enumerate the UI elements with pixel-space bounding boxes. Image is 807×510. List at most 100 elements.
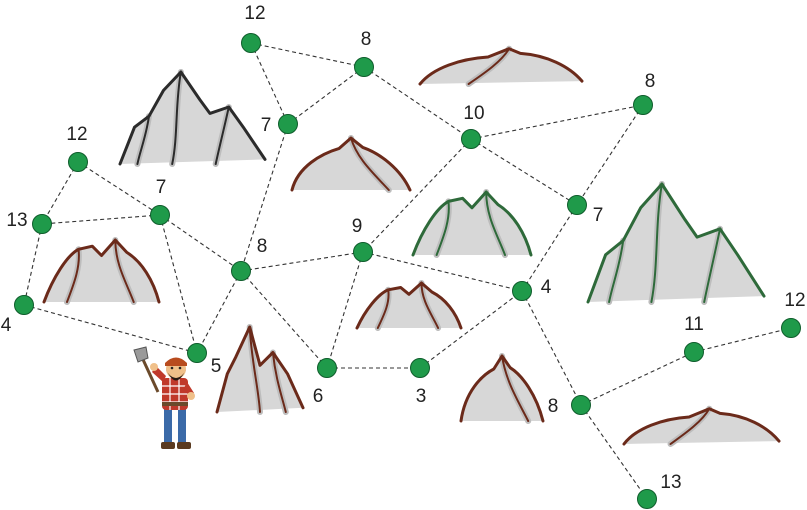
lumberjack-left-leg <box>164 408 172 444</box>
lumberjack-hair <box>165 357 187 366</box>
mountain-crease <box>376 282 440 329</box>
mountain-crease <box>66 239 135 303</box>
lumberjack-belt <box>162 402 188 406</box>
node-1 <box>241 33 261 53</box>
mountain-ridge <box>411 190 533 257</box>
edge-n19-n17 <box>580 351 695 406</box>
node-label-11: 8 <box>257 236 268 257</box>
edge-n11-n15 <box>240 270 328 369</box>
node-9 <box>567 195 587 215</box>
edge-n1-n3 <box>250 42 289 125</box>
lumberjack-figure <box>133 346 195 449</box>
node-label-13: 4 <box>541 277 552 298</box>
node-label-18: 12 <box>784 290 805 311</box>
edge-n10-n15 <box>326 251 364 369</box>
edge-n5-n9 <box>576 104 644 206</box>
mountain-crease <box>467 47 511 85</box>
node-8 <box>32 214 52 234</box>
mountain-4 <box>42 237 161 305</box>
edge-layer <box>23 42 792 500</box>
node-2 <box>354 57 374 77</box>
node-label-15: 6 <box>313 386 324 407</box>
node-label-7: 7 <box>156 177 167 198</box>
edge-n2-n3 <box>287 66 365 125</box>
lumberjack-right-hand <box>187 392 195 400</box>
edge-n9-n13 <box>521 204 578 292</box>
node-7 <box>150 205 170 225</box>
mountain-body <box>44 240 159 302</box>
node-10 <box>353 242 373 262</box>
lumberjack-right-leg <box>178 408 186 444</box>
mountain-body <box>120 72 265 164</box>
edge-n3-n11 <box>240 123 289 272</box>
node-14 <box>187 343 207 363</box>
edge-n7-n11 <box>159 214 242 272</box>
mountain-crease <box>350 137 390 191</box>
node-15 <box>317 358 337 378</box>
node-12 <box>14 295 34 315</box>
mountain-crease <box>435 191 506 256</box>
node-16 <box>410 358 430 378</box>
node-18 <box>781 318 801 338</box>
mountain-3 <box>290 135 412 193</box>
edge-n12-n14 <box>23 304 198 354</box>
lumberjack-left-eye <box>170 366 174 370</box>
node-label-17: 11 <box>684 314 704 335</box>
mountain-body <box>413 192 531 255</box>
node-label-3: 7 <box>261 115 272 136</box>
mountain-crease <box>248 326 287 413</box>
mountain-ridge <box>215 325 305 414</box>
node-label-8: 13 <box>6 210 27 231</box>
mountain-2 <box>418 45 584 87</box>
edge-n10-n13 <box>362 251 523 292</box>
node-label-4: 10 <box>463 103 484 124</box>
node-label-19: 8 <box>548 396 559 417</box>
node-19 <box>571 395 591 415</box>
edge-n6-n7 <box>77 161 161 216</box>
edge-n6-n8 <box>41 161 79 225</box>
lumberjack-beard <box>166 369 186 381</box>
lumberjack-left-hand <box>150 363 158 371</box>
node-3 <box>278 114 298 134</box>
lumberjack-left-boot <box>161 442 175 449</box>
mountain-crease <box>501 355 530 422</box>
mountain-ridge <box>355 281 463 330</box>
node-label-5: 8 <box>645 71 656 92</box>
lumberjack-right-boot <box>177 442 191 449</box>
node-label-16: 3 <box>416 386 427 407</box>
mountain-8 <box>215 324 305 415</box>
mountain-5 <box>411 189 533 258</box>
mountain-10 <box>622 405 781 447</box>
edge-n1-n2 <box>250 42 365 68</box>
mountain-layer <box>42 45 781 447</box>
node-layer <box>14 33 801 509</box>
node-label-20: 13 <box>660 472 681 493</box>
mountain-1 <box>118 69 267 167</box>
edge-n8-n12 <box>23 223 43 306</box>
node-11 <box>231 261 251 281</box>
node-label-9: 7 <box>593 205 604 226</box>
node-5 <box>633 95 653 115</box>
node-label-2: 8 <box>361 29 372 50</box>
lumberjack-axe-head <box>133 346 149 363</box>
node-label-14: 5 <box>211 356 222 377</box>
edge-n19-n20 <box>580 404 648 500</box>
lumberjack-right-eye <box>178 366 182 370</box>
node-6 <box>68 152 88 172</box>
mountain-ridge <box>42 238 161 304</box>
mountain-7 <box>355 280 463 331</box>
edge-n2-n4 <box>363 66 472 140</box>
mountain-body <box>588 184 764 302</box>
node-17 <box>684 342 704 362</box>
node-label-6: 12 <box>66 124 87 145</box>
mountain-6 <box>586 181 766 305</box>
edge-n4-n5 <box>470 104 644 140</box>
mountain-ridge <box>118 70 267 166</box>
node-20 <box>637 489 657 509</box>
node-13 <box>512 281 532 301</box>
mountain-crease <box>136 71 230 165</box>
edge-n16-n13 <box>419 290 523 369</box>
